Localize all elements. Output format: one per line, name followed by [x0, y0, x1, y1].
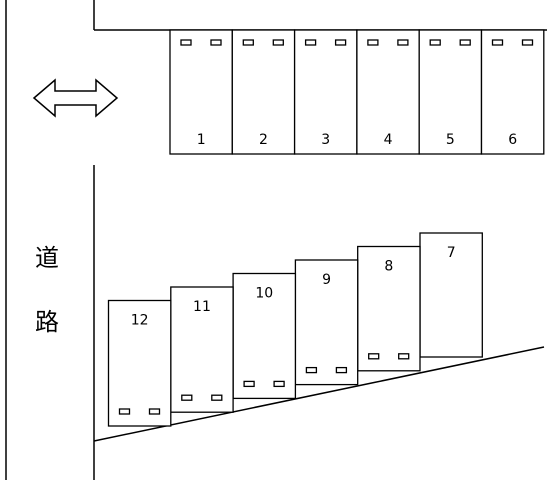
wheel-stop-icon: [459, 39, 471, 46]
wheel-stop-icon: [368, 353, 380, 360]
wheel-stop-icon: [242, 39, 254, 46]
space-number: 11: [193, 299, 211, 315]
wheel-stop-icon: [180, 39, 192, 46]
parking-space-outline: [293, 29, 358, 155]
top-row-spaces: 1 2 3 4 5 6: [169, 29, 545, 155]
wheel-stop-icon: [272, 39, 284, 46]
wheel-stop-icon: [491, 39, 504, 46]
space-number: 2: [259, 132, 268, 148]
parking-space-8: 8: [357, 245, 421, 372]
parking-space-outline: [418, 29, 483, 155]
wheel-stop-icon: [210, 39, 222, 46]
wheel-stop-icon: [148, 408, 161, 415]
parking-space-outline: [480, 29, 545, 155]
parking-space-4: 4: [356, 29, 420, 155]
parking-space-6: 6: [480, 29, 545, 155]
parking-space-7: 7: [419, 232, 483, 358]
parking-space-outline: [232, 272, 297, 400]
parking-space-3: 3: [293, 29, 358, 155]
parking-space-outline: [357, 245, 421, 372]
wheel-stop-icon: [335, 366, 348, 374]
parking-space-outline: [107, 299, 172, 427]
road-label-char-2: 路: [35, 308, 59, 336]
parking-space-outline: [169, 29, 233, 155]
wheel-stop-icon: [429, 39, 441, 46]
space-number: 7: [447, 245, 456, 261]
space-number: 6: [508, 132, 517, 148]
wheel-stop-icon: [334, 39, 347, 46]
wheel-stop-icon: [273, 380, 285, 388]
space-number: 8: [384, 259, 393, 275]
parking-space-outline: [231, 29, 296, 155]
bottom-row-spaces: 7 8 9 10 11 12: [107, 232, 483, 427]
parking-space-11: 11: [170, 286, 234, 413]
wheel-stop-icon: [398, 353, 410, 360]
wheel-stop-icon: [305, 366, 318, 374]
wheel-stop-icon: [304, 39, 317, 46]
space-number: 4: [384, 132, 393, 148]
space-number: 5: [446, 132, 455, 148]
parking-space-outline: [170, 286, 234, 413]
parking-space-outline: [294, 259, 359, 386]
parking-space-12: 12: [107, 299, 172, 427]
space-number: 1: [197, 132, 206, 148]
parking-space-9: 9: [294, 259, 359, 386]
parking-space-outline: [419, 232, 483, 358]
wheel-stop-icon: [367, 39, 379, 46]
wheel-stop-icon: [181, 394, 193, 401]
space-number: 12: [131, 313, 149, 329]
parking-space-1: 1: [169, 29, 233, 155]
wheel-stop-icon: [211, 394, 223, 401]
wheel-stop-icon: [243, 380, 255, 388]
wheel-stop-icon: [521, 39, 534, 46]
parking-space-outline: [356, 29, 420, 155]
space-number: 9: [322, 272, 331, 288]
wheel-stop-icon: [118, 408, 131, 415]
road-label-char-1: 道: [35, 244, 59, 272]
parking-space-10: 10: [232, 272, 297, 400]
parking-space-5: 5: [418, 29, 483, 155]
wheel-stop-icon: [397, 39, 409, 46]
space-number: 3: [321, 132, 330, 148]
space-number: 10: [255, 286, 273, 302]
double-arrow-icon: [32, 78, 119, 118]
parking-space-2: 2: [231, 29, 296, 155]
